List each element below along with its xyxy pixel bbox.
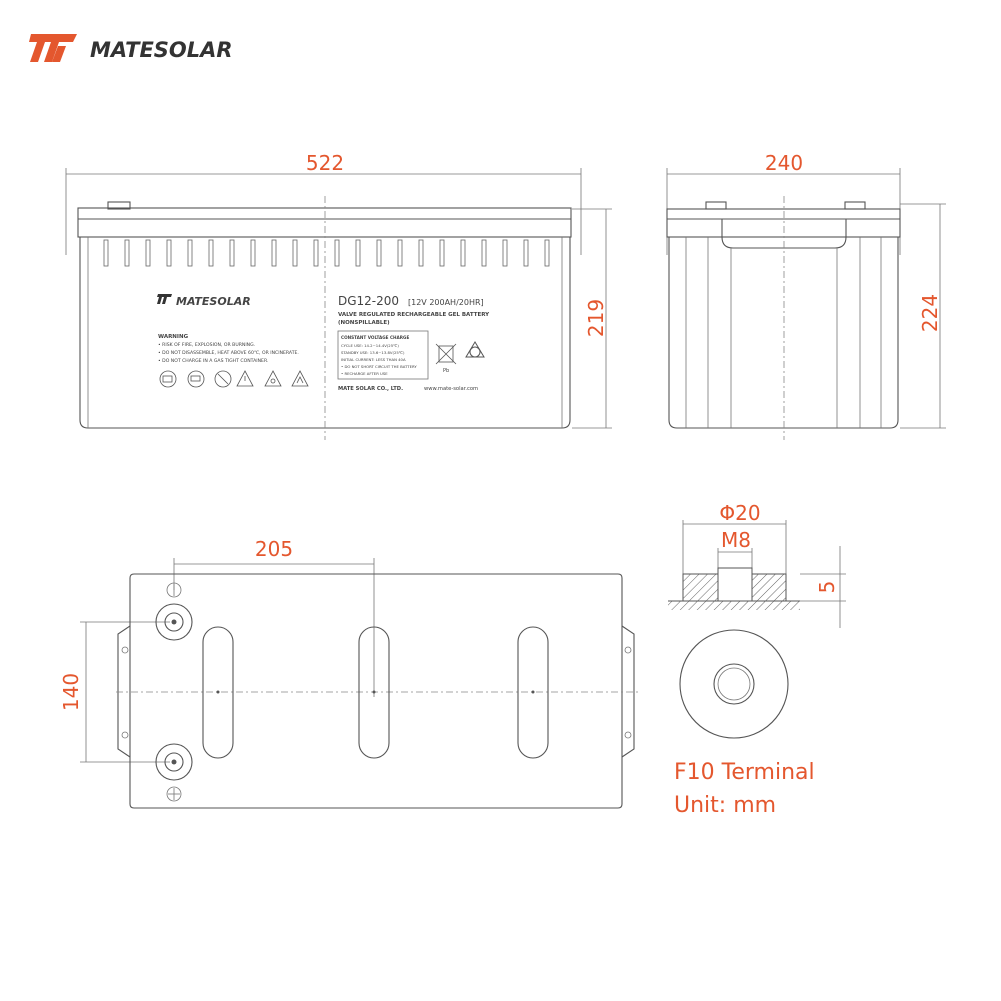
front-label-warning-2: • DO NOT DISASSEMBLE, HEAT ABOVE 60℃, OR… [158,350,299,356]
terminal-diameter-dimension: Φ20 [719,501,760,525]
charge-box-line-5: • RECHARGE AFTER USE [341,371,388,376]
lid-rib [124,239,130,267]
lid-rib [271,239,277,267]
lid-rib [250,239,256,267]
front-label-company: MATE SOLAR CO., LTD. [338,386,403,392]
recycle-icon [465,341,485,358]
terminal-spacing-dimension: 205 [255,537,293,561]
lid-rib [313,239,319,267]
terminal-depth-dimension: 5 [815,581,839,594]
front-label-warning-1: • RISK OF FIRE, EXPLOSION, OR BURNING. [158,342,255,348]
lid-rib [460,239,466,267]
top-width-dimension: 140 [59,673,83,711]
lid-rib [376,239,382,267]
lid-rib [523,239,529,267]
charge-box-line-2: STANDBY USE: 13.6~13.8V(25℃) [341,350,405,355]
lid-ribs [103,239,550,267]
negative-terminal [155,743,193,802]
charge-box-line-1: CYCLE USE: 14.2~14.4V(25℃) [341,343,399,348]
charge-box-title: CONSTANT VOLTAGE CHARGE [341,335,409,340]
front-label-website: www.mate-solar.com [424,386,478,392]
terminal-type-note: F10 Terminal [674,760,815,785]
terminal-detail: Φ20 M8 5 F10 Terminal Unit: mm [668,501,846,818]
side-height-dimension: 224 [918,294,942,332]
front-label-nonspill: (NONSPILLABLE) [338,320,390,326]
side-view: 240 224 [666,151,946,440]
top-view: 205 140 [59,537,640,809]
front-label: MATESOLAR WARNING • RISK OF FIRE, EXPLOS… [157,294,490,392]
front-label-model: DG12-200 [338,294,399,308]
lid-rib [481,239,487,267]
front-length-dimension: 522 [306,151,344,175]
terminal-bolt-dimension: M8 [721,528,751,552]
unit-note: Unit: mm [674,793,776,818]
front-label-warning-3: • DO NOT CHARGE IN A GAS TIGHT CONTAINER… [158,358,268,364]
lid-rib [292,239,298,267]
brand-logo: MATESOLAR [29,34,233,62]
lid-rib [208,239,214,267]
lid-rib [397,239,403,267]
warning-icons [159,370,309,388]
lid-rib [418,239,424,267]
lid-rib [334,239,340,267]
lid-rib [439,239,445,267]
front-view: 522 219 MATESOLAR WARNING • RISK OF FIRE… [65,151,612,440]
front-label-warning-title: WARNING [158,334,189,340]
front-label-type: VALVE REGULATED RECHARGEABLE GEL BATTERY [338,312,490,318]
side-width-dimension: 240 [765,151,803,175]
recycle-bin-icon [435,343,457,365]
lid-rib [187,239,193,267]
lid-rib [229,239,235,267]
lid-rib [355,239,361,267]
lid-rib [166,239,172,267]
front-height-dimension: 219 [584,299,608,337]
charge-box-line-4: • DO NOT SHORT CIRCUIT THE BATTERY [341,364,417,369]
pb-mark: Pb [443,368,449,374]
front-label-rating: [12V 200AH/20HR] [408,298,484,307]
lid-rib [103,239,109,267]
brand-logo-text: MATESOLAR [90,38,233,62]
lid-rib [145,239,151,267]
charge-box-line-3: INITIAL CURRENT: LESS THAN 40A [341,357,406,362]
positive-terminal [155,582,193,641]
front-label-brand: MATESOLAR [176,295,251,308]
lid-rib [544,239,550,267]
brand-logo-mark [29,34,77,62]
lid-rib [502,239,508,267]
